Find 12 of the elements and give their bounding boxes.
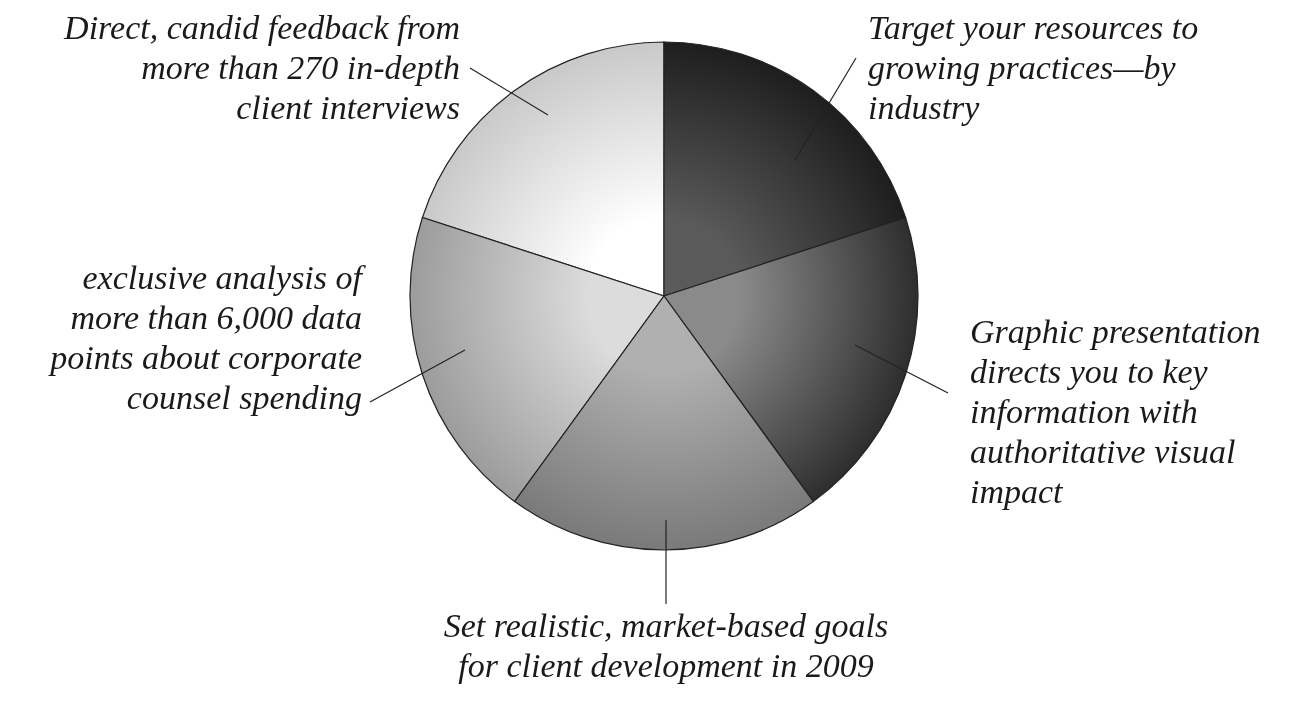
callout-text: Graphic presentation directs you to key information with authoritative visual impact (970, 312, 1290, 512)
leader-line (469, 67, 549, 116)
callout-text: Target your resources to growing practices—by industry (868, 8, 1218, 128)
leader-line (369, 349, 466, 403)
leader-line (854, 344, 949, 394)
leader-line (794, 57, 857, 161)
callout-text: Direct, candid feedback from more than 270 in-depth client interviews (60, 8, 460, 128)
pie-slice (409, 216, 665, 503)
leader-line (665, 519, 667, 605)
pie-slice (514, 295, 814, 551)
pie-slice (663, 216, 919, 503)
callout-text: Set realistic, market-based goals for client development in 2009 (426, 606, 906, 686)
